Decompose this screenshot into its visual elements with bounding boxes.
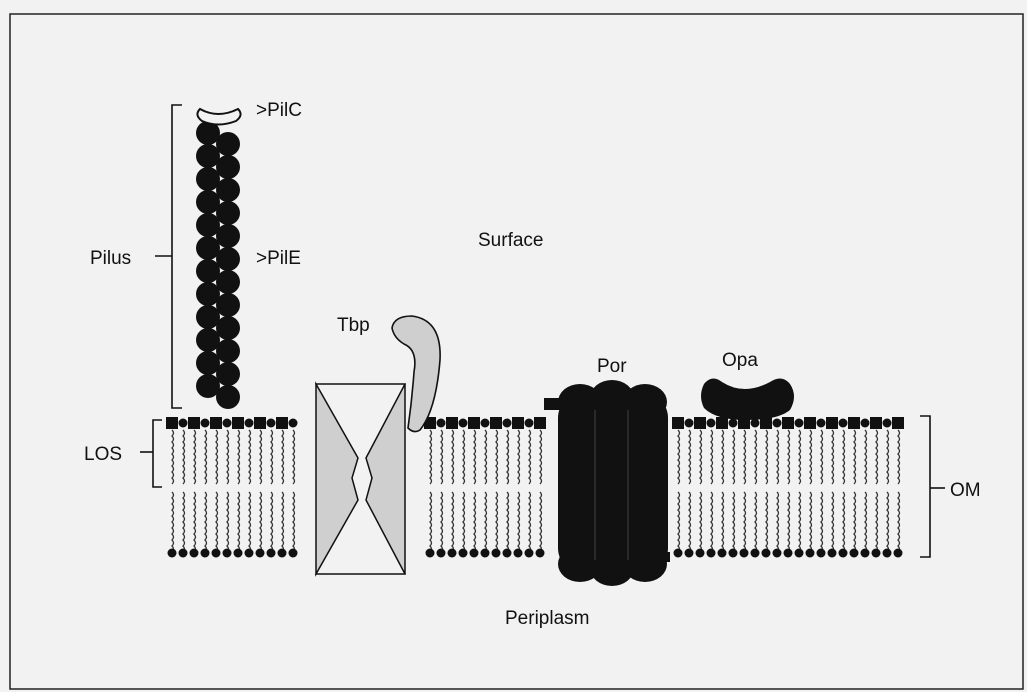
pile-label: >PilE — [256, 248, 301, 269]
los-bracket — [153, 420, 162, 487]
pilc-tip-icon — [197, 109, 240, 125]
por-porin-icon — [544, 380, 670, 586]
pilus-label: Pilus — [90, 248, 131, 269]
los-label: LOS — [84, 444, 122, 465]
diagram-frame — [10, 14, 1023, 689]
pilc-label: >PilC — [256, 100, 302, 121]
por-label: Por — [597, 356, 627, 377]
opa-label: Opa — [722, 350, 758, 371]
tbp-label: Tbp — [337, 315, 370, 336]
lipid-bilayer — [166, 417, 904, 558]
pilus-chain — [196, 121, 240, 409]
om-label: OM — [950, 480, 981, 501]
opa-protein-icon — [701, 378, 794, 420]
surface-label: Surface — [478, 230, 543, 251]
pilus-bracket — [172, 105, 182, 408]
periplasm-label: Periplasm — [505, 608, 589, 629]
tbp-transporter-icon — [316, 384, 405, 574]
om-bracket — [920, 416, 930, 557]
